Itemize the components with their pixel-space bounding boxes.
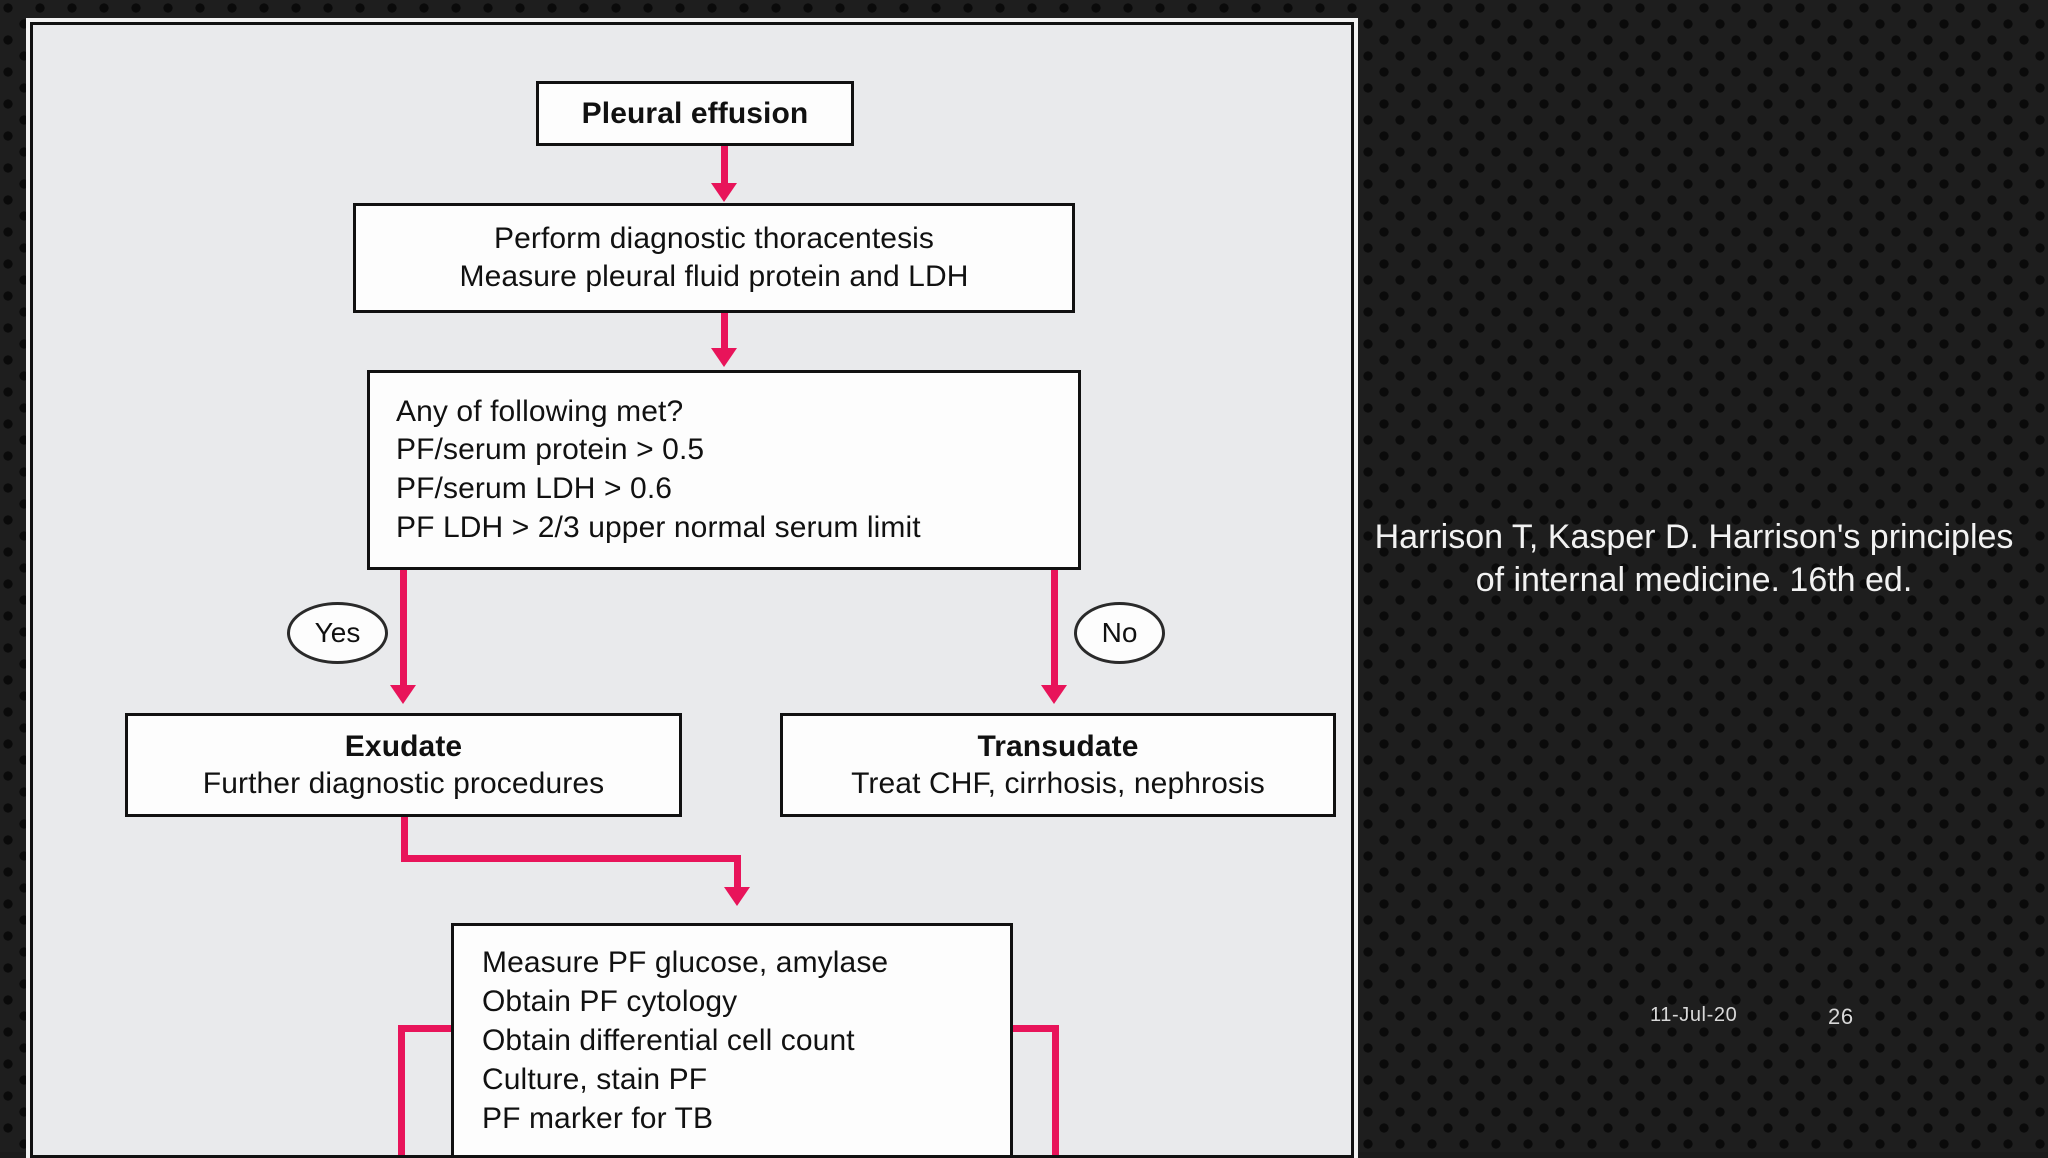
node-thoracentesis: Perform diagnostic thoracentesis Measure… (353, 203, 1075, 313)
connector-bottom-right-stub-top (1010, 1025, 1059, 1032)
node-pleural-effusion-title: Pleural effusion (581, 96, 809, 130)
branch-label-no: No (1074, 602, 1165, 664)
connector-exudate-elbow (401, 855, 741, 862)
connector-thoracentesis-to-criteria (721, 313, 728, 351)
connector-elbow-to-measure (734, 855, 741, 891)
node-exudate: Exudate Further diagnostic procedures (125, 713, 682, 817)
connector-exudate-down (401, 817, 408, 861)
node-thoracentesis-line-2: Measure pleural fluid protein and LDH (459, 260, 969, 293)
flowchart-canvas: Pleural effusion Perform diagnostic thor… (33, 25, 1351, 1155)
citation-text: Harrison T, Kasper D. Harrison's princip… (1374, 518, 2014, 600)
node-criteria-line-3: PF/serum LDH > 0.6 (396, 472, 673, 505)
arrowhead-no-branch (1041, 685, 1067, 704)
node-criteria: Any of following met? PF/serum protein >… (367, 370, 1081, 570)
arrowhead-yes-branch (390, 685, 416, 704)
node-measure-pf-line-2: Obtain PF cytology (482, 985, 738, 1018)
node-measure-pf-line-5: PF marker for TB (482, 1102, 714, 1135)
flowchart-figure-panel: Pleural effusion Perform diagnostic thor… (30, 22, 1354, 1158)
arrowhead-elbow-to-measure (724, 887, 750, 906)
node-criteria-line-2: PF/serum protein > 0.5 (396, 433, 705, 467)
node-pleural-effusion: Pleural effusion (536, 81, 854, 146)
connector-bottom-left-stub (398, 1025, 405, 1155)
node-criteria-line-4: PF LDH > 2/3 upper normal serum limit (396, 510, 921, 544)
connector-bottom-right-stub (1052, 1025, 1059, 1155)
arrowhead-effusion-to-thoracentesis (711, 183, 737, 202)
branch-label-no-text: No (1101, 617, 1138, 648)
node-measure-pf: Measure PF glucose, amylase Obtain PF cy… (451, 923, 1013, 1155)
node-measure-pf-line-4: Culture, stain PF (482, 1063, 708, 1096)
connector-yes-branch (400, 570, 407, 688)
node-transudate-subtitle: Treat CHF, cirrhosis, nephrosis (851, 767, 1265, 800)
node-exudate-title: Exudate (344, 729, 463, 763)
arrowhead-thoracentesis-to-criteria (711, 348, 737, 367)
branch-label-yes-text: Yes (314, 617, 361, 648)
connector-no-branch (1051, 570, 1058, 688)
node-exudate-subtitle: Further diagnostic procedures (202, 767, 605, 800)
node-criteria-line-1: Any of following met? (396, 394, 684, 428)
branch-label-yes: Yes (287, 602, 388, 664)
connector-bottom-left-stub-top (398, 1025, 454, 1032)
node-thoracentesis-line-1: Perform diagnostic thoracentesis (493, 222, 935, 256)
slide-date: 11-Jul-20 (1650, 1004, 1738, 1026)
node-measure-pf-line-3: Obtain differential cell count (482, 1024, 855, 1057)
node-measure-pf-line-1: Measure PF glucose, amylase (482, 946, 889, 979)
slide-number: 26 (1828, 1004, 1854, 1029)
node-transudate: Transudate Treat CHF, cirrhosis, nephros… (780, 713, 1336, 817)
node-transudate-title: Transudate (977, 729, 1139, 763)
connector-effusion-to-thoracentesis (721, 146, 728, 186)
